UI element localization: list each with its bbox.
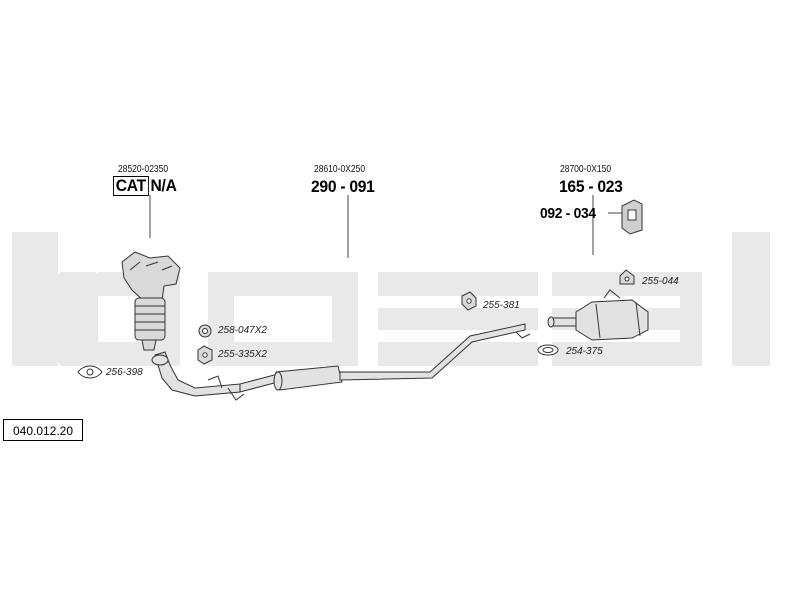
clamp-icon (537, 344, 559, 356)
diagram-id-box: 040.012.20 (3, 419, 83, 441)
middle-silencer-icon (239, 323, 531, 393)
front-oem-number: 28520-02350 (118, 164, 169, 175)
flange-gasket-icon (77, 365, 103, 379)
part-label: 255-381 (483, 300, 520, 311)
rear-part-code: 165 - 023 (559, 177, 623, 196)
part-label: 255-044 (642, 276, 679, 287)
rubber-hanger-icon (461, 291, 477, 311)
rubber-hanger-icon (619, 269, 635, 285)
middle-oem-number: 28610-0X250 (314, 164, 366, 175)
part-label: 256-398 (106, 367, 143, 378)
cat-badge: CAT (113, 176, 149, 196)
rear-muffler-icon (547, 289, 649, 341)
catalytic-converter-icon (121, 251, 181, 351)
part-label: 254-375 (566, 346, 603, 357)
rear-bracket-code: 092 - 034 (540, 205, 596, 222)
ring-gasket-icon (198, 324, 212, 338)
front-code: N/A (150, 176, 177, 195)
part-label: 258-047X2 (218, 325, 267, 336)
middle-part-code: 290 - 091 (311, 177, 375, 196)
bracket-icon (621, 199, 643, 235)
rubber-hanger-icon (197, 345, 213, 365)
part-label: 255-335X2 (218, 349, 267, 360)
brand-watermark (12, 232, 770, 366)
rear-oem-number: 28700-0X150 (560, 164, 612, 175)
